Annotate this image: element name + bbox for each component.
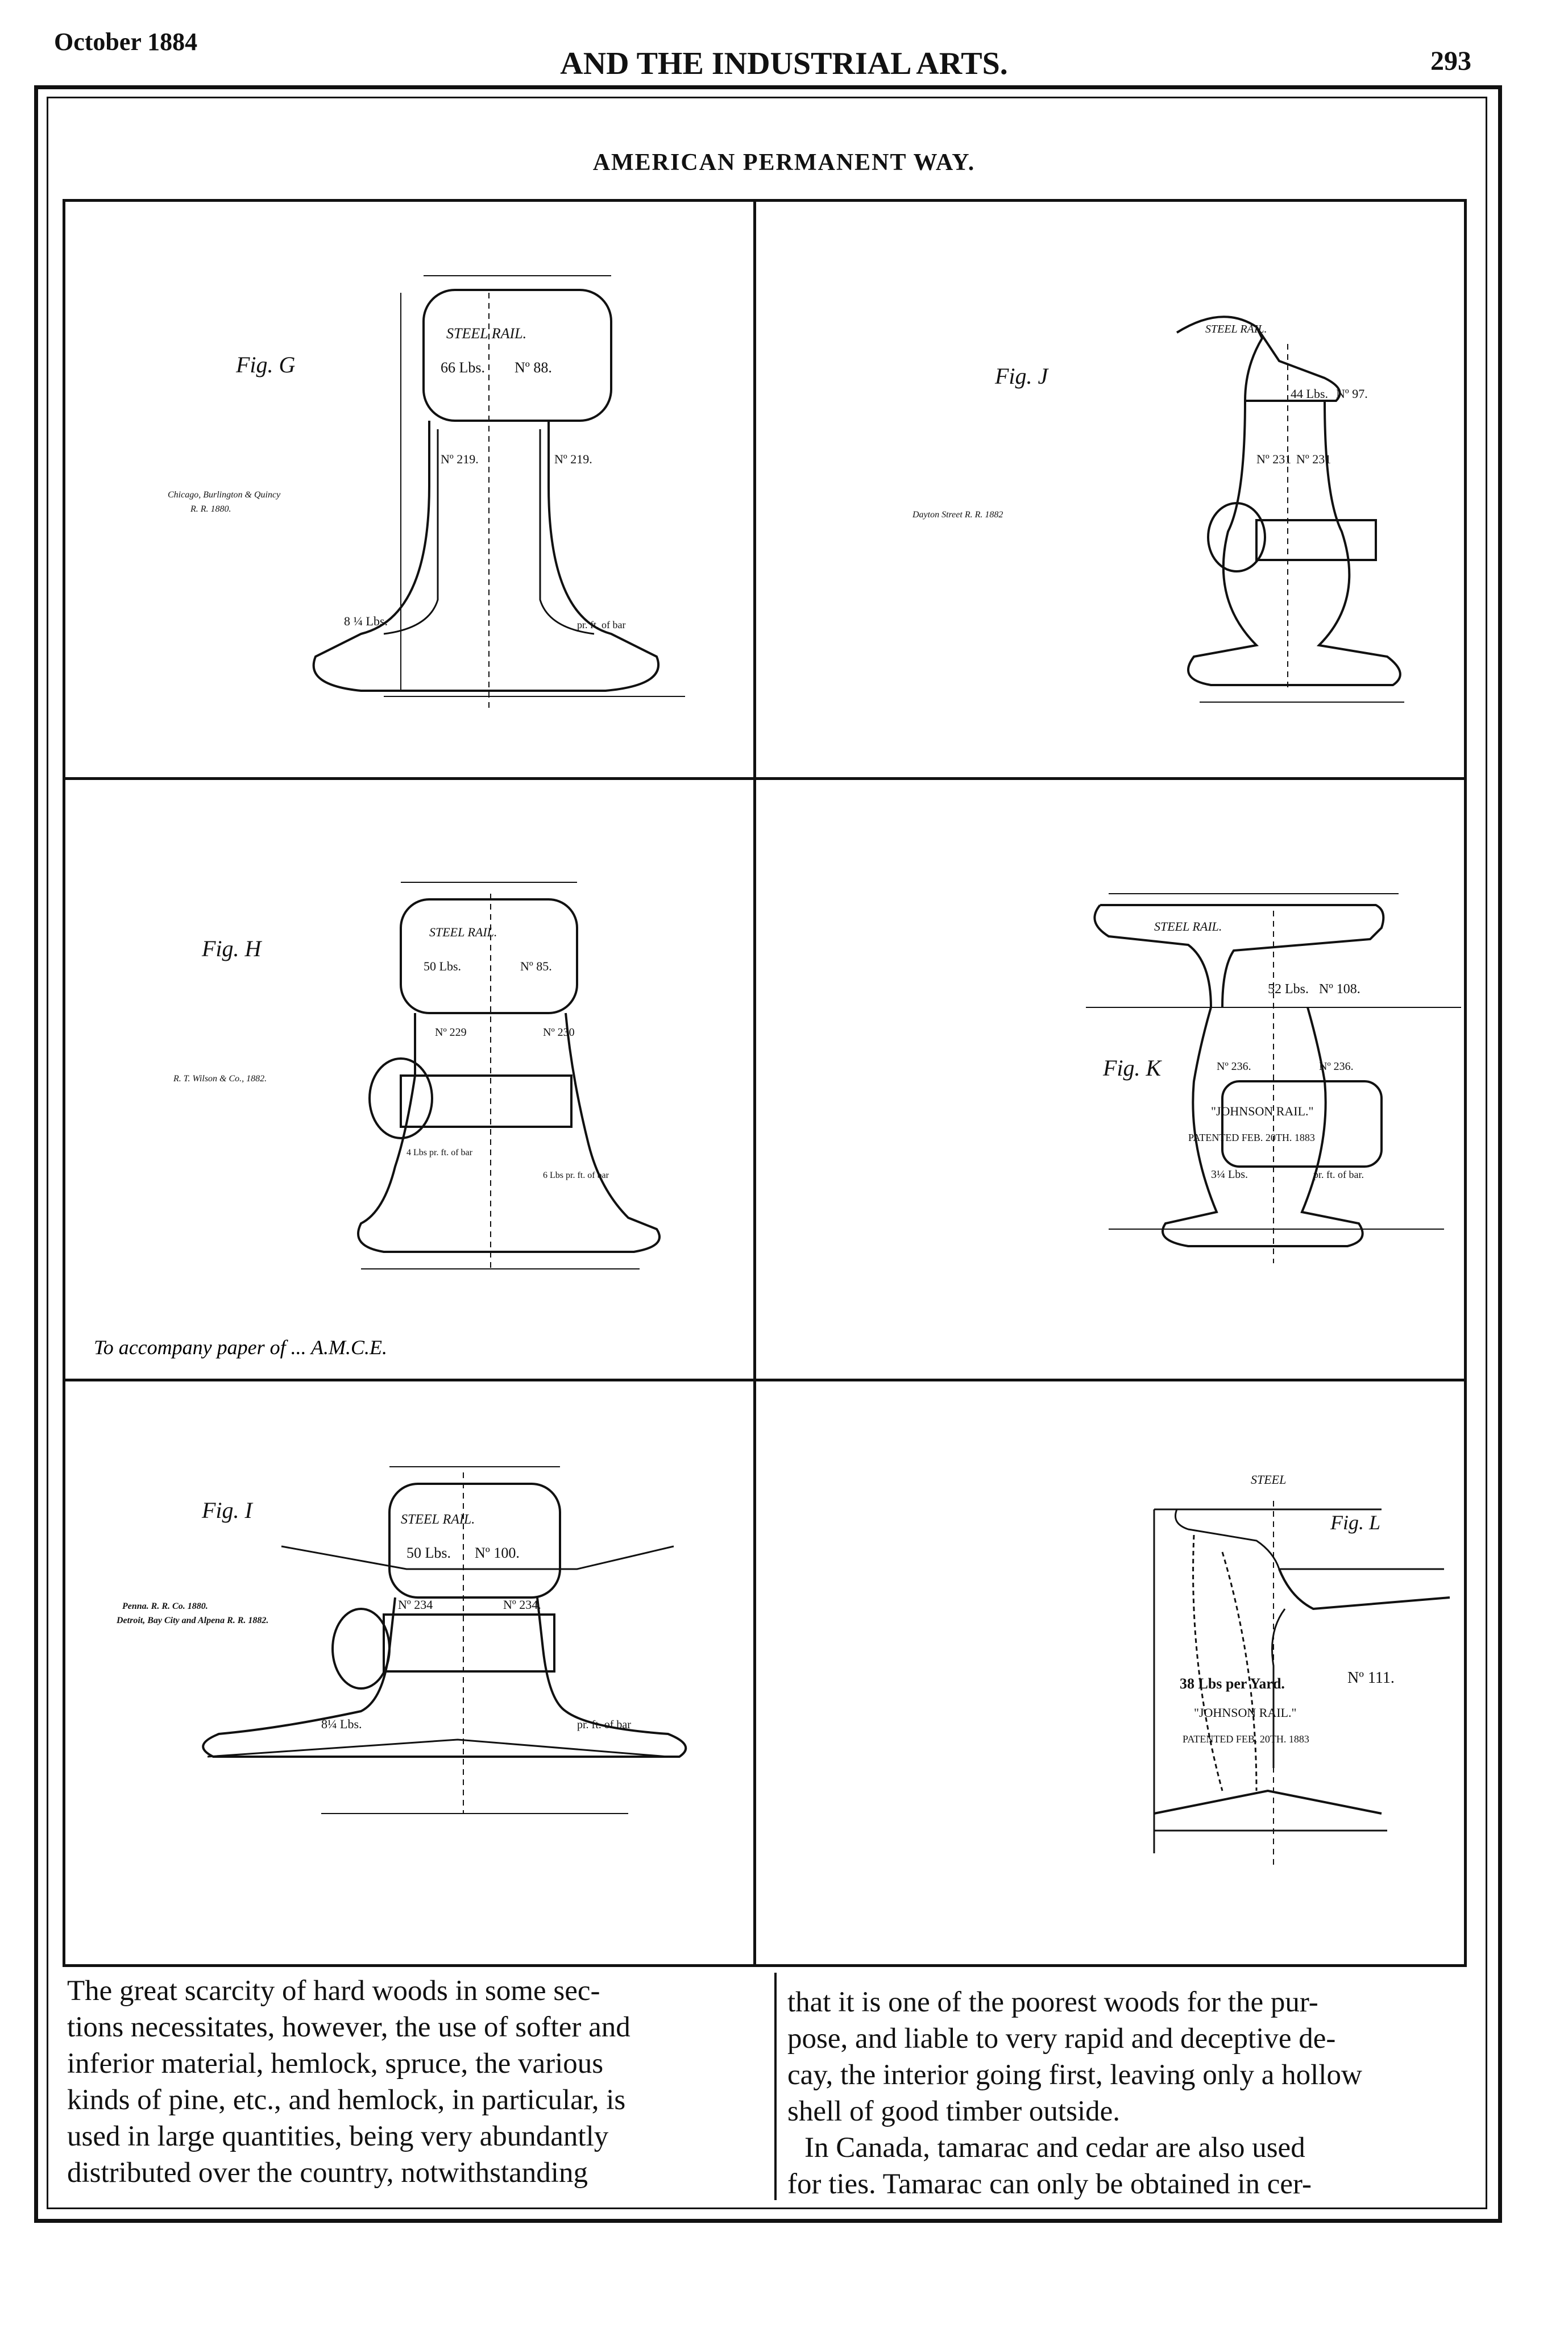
figure-g-source-2: R. R. 1880. — [190, 504, 231, 514]
figure-i-weight: 50 Lbs. — [406, 1545, 451, 1561]
figure-h-bar-left: Nº 229 — [435, 1026, 467, 1039]
figure-i-label: Fig. I — [201, 1497, 254, 1523]
figure-h: Fig. H STEEL RAIL. 50 Lbs. Nº 85. Nº 229… — [65, 780, 753, 1379]
page-number: 293 — [1430, 46, 1471, 76]
running-title: AND THE INDUSTRIAL ARTS. — [560, 46, 1008, 81]
figure-l-weight: 38 Lbs per Yard. — [1180, 1675, 1285, 1692]
figure-h-foot-left: 4 Lbs pr. ft. of bar — [406, 1148, 473, 1157]
figure-g-label: Fig. G — [235, 352, 296, 377]
left-line-2: tions necessitates, however, the use of … — [67, 2011, 630, 2043]
plate-signature: To accompany paper of ... A.M.C.E. — [94, 1336, 387, 1359]
figure-i-source-2: Detroit, Bay City and Alpena R. R. 1882. — [116, 1616, 268, 1625]
figure-k-label: Fig. K — [1102, 1055, 1163, 1081]
plate-inner-frame — [47, 97, 1487, 2209]
figure-j-bar-right: Nº 231 — [1296, 452, 1331, 466]
figure-g-foot-left: 8 ¼ Lbs. — [344, 614, 388, 628]
left-line-6: distributed over the country, notwithsta… — [67, 2157, 588, 2189]
figure-l-patent: PATENTED FEB. 20TH. 1883 — [1183, 1733, 1309, 1745]
right-line-6: for ties. Tamarac can only be obtained i… — [787, 2168, 1312, 2200]
plate-title: AMERICAN PERMANENT WAY. — [592, 150, 976, 176]
plate-outer-frame — [34, 85, 1502, 2223]
figure-l-drawing: STEEL Fig. L 38 Lbs per Yard. Nº 111. "J… — [1153, 1472, 1450, 1865]
figure-g-weight: 66 Lbs. — [441, 359, 485, 376]
figure-j-drawing: Fig. J STEEL RAIL. 44 Lbs. Nº 97. Nº 231… — [912, 316, 1404, 703]
figure-k-drawing: Fig. K STEEL RAIL. 52 Lbs. Nº 108. Nº 23… — [1086, 893, 1461, 1263]
figure-j-bar-left: Nº 231 — [1256, 452, 1291, 466]
figure-i-bar-right: Nº 234. — [503, 1597, 541, 1612]
grid-divider-row1 — [65, 777, 1464, 780]
figure-i-foot-right: pr. ft. of bar — [577, 1719, 631, 1731]
figure-h-number: Nº 85. — [520, 959, 552, 973]
right-line-2: pose, and liable to very rapid and decep… — [787, 2023, 1336, 2055]
figure-g-source-1: Chicago, Burlington & Quincy — [168, 490, 281, 500]
figure-k-rail-top: STEEL RAIL. — [1154, 919, 1222, 933]
figure-l-number: Nº 111. — [1347, 1669, 1395, 1687]
figure-grid: Fig. G STEEL RAIL. 66 Lbs. Nº 88. Nº 219… — [63, 199, 1467, 1967]
figure-l-label: Fig. L — [1330, 1511, 1380, 1534]
body-right-column: that it is one of the poorest woods for … — [787, 1984, 1484, 2200]
figure-i-rail-top: STEEL RAIL. — [401, 1512, 475, 1527]
figure-k-bar-right: Nº 236. — [1319, 1060, 1354, 1073]
figure-k: Fig. K STEEL RAIL. 52 Lbs. Nº 108. Nº 23… — [756, 780, 1464, 1379]
figure-h-weight: 50 Lbs. — [424, 959, 461, 973]
grid-divider-row2 — [65, 1379, 1464, 1381]
figure-k-weight: 52 Lbs. — [1268, 982, 1309, 997]
figure-j-weight: 44 Lbs. — [1291, 387, 1328, 401]
figure-h-foot-right: 6 Lbs pr. ft. of bar — [543, 1171, 609, 1180]
figure-i-source-1: Penna. R. R. Co. 1880. — [122, 1601, 208, 1611]
right-line-1: that it is one of the poorest woods for … — [787, 1986, 1318, 2018]
figure-j: Fig. J STEEL RAIL. 44 Lbs. Nº 97. Nº 231… — [756, 202, 1464, 777]
figure-g-bar-right: Nº 219. — [554, 452, 592, 466]
figure-h-source: R. T. Wilson & Co., 1882. — [173, 1074, 267, 1084]
figure-i-bar-left: Nº 234 — [398, 1597, 433, 1612]
figure-j-label: Fig. J — [994, 363, 1050, 389]
figure-g-bar-left: Nº 219. — [441, 452, 479, 466]
figure-g-number: Nº 88. — [515, 359, 552, 376]
figure-l-rail-top: STEEL — [1251, 1472, 1286, 1487]
figure-k-number: Nº 108. — [1319, 982, 1360, 997]
figure-i-number: Nº 100. — [475, 1545, 520, 1561]
figure-j-number: Nº 97. — [1336, 387, 1368, 401]
column-divider — [774, 1973, 777, 2200]
figure-g-foot-right: pr. ft. of bar — [577, 619, 625, 630]
page-date: October 1884 — [54, 28, 198, 56]
figure-l-johnson: "JOHNSON RAIL." — [1194, 1706, 1297, 1720]
figure-i-drawing: Fig. I STEEL RAIL. 50 Lbs. Nº 100. Nº 23… — [116, 1466, 687, 1814]
left-line-3: inferior material, hemlock, spruce, the … — [67, 2048, 604, 2080]
figure-j-rail-top: STEEL RAIL. — [1205, 323, 1267, 335]
figure-k-bar-left: Nº 236. — [1217, 1060, 1251, 1073]
figure-g: Fig. G STEEL RAIL. 66 Lbs. Nº 88. Nº 219… — [65, 202, 753, 777]
figure-k-patent: PATENTED FEB. 20TH. 1883 — [1188, 1132, 1315, 1143]
body-left-column: The great scarcity of hard woods in some… — [67, 1973, 772, 2200]
figure-i: Fig. I STEEL RAIL. 50 Lbs. Nº 100. Nº 23… — [65, 1381, 753, 1964]
grid-divider-vertical — [753, 202, 756, 1964]
left-line-4: kinds of pine, etc., and hemlock, in par… — [67, 2084, 626, 2116]
figure-h-rail-top: STEEL RAIL. — [429, 925, 497, 939]
figure-h-drawing: Fig. H STEEL RAIL. 50 Lbs. Nº 85. Nº 229… — [94, 882, 661, 1359]
figure-h-bar-right: Nº 230 — [543, 1026, 575, 1039]
figure-k-foot-right: pr. ft. of bar. — [1313, 1169, 1364, 1180]
left-line-1: The great scarcity of hard woods in some… — [67, 1975, 600, 2007]
figure-j-source: Dayton Street R. R. 1882 — [912, 510, 1003, 520]
right-line-5: In Canada, tamarac and cedar are also us… — [804, 2132, 1305, 2164]
right-line-4: shell of good timber outside. — [787, 2096, 1121, 2127]
figure-g-rail-top: STEEL RAIL. — [446, 325, 526, 342]
left-line-5: used in large quantities, being very abu… — [67, 2121, 609, 2152]
figure-k-foot-left: 3¼ Lbs. — [1211, 1168, 1248, 1181]
figure-k-johnson: "JOHNSON RAIL." — [1211, 1104, 1314, 1118]
right-line-3: cay, the interior going first, leaving o… — [787, 2059, 1362, 2091]
figure-l: STEEL Fig. L 38 Lbs per Yard. Nº 111. "J… — [756, 1381, 1464, 1964]
figure-h-label: Fig. H — [201, 936, 263, 961]
figure-i-foot-left: 8¼ Lbs. — [321, 1717, 362, 1731]
figure-g-drawing: Fig. G STEEL RAIL. 66 Lbs. Nº 88. Nº 219… — [168, 275, 685, 708]
